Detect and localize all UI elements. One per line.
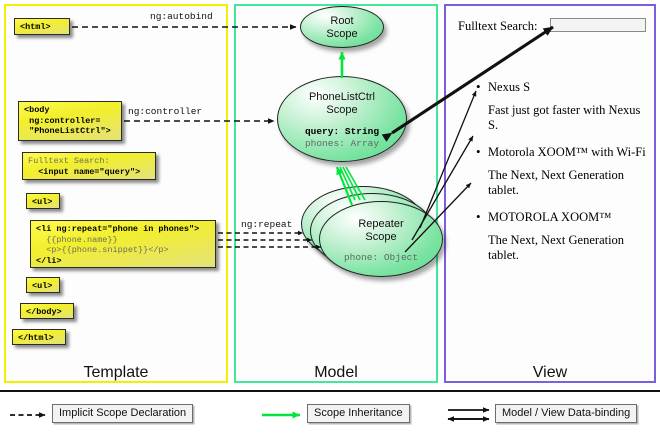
scope-repeater: Repeater Scope phone: Object [319,201,443,277]
scope-root: Root Scope [300,6,384,48]
list-item[interactable]: Nexus S Fast just got faster with Nexus … [474,79,650,133]
code-line: <p>{{phone.snippet}}</p> [36,245,169,255]
code-box-ul-close: <ul> [26,277,60,293]
scope-repeater-title: Repeater Scope [320,218,442,244]
scope-prop-query: query: String [304,126,380,137]
scope-title-line2: Scope [326,28,358,40]
code-box-body-close: </body> [20,303,74,319]
scope-repeater-props: phone: Object [320,252,442,264]
phone-name: MOTOROLA XOOM™ [474,209,650,225]
scope-phonelistctrl-title: PhoneListCtrl Scope [278,91,406,117]
code-line: </html> [18,333,54,343]
panel-label-model: Model [314,364,358,381]
view-search-label: Fulltext Search: [458,19,538,33]
view-search-row: Fulltext Search: [458,18,646,36]
code-line: {{phone.name}} [36,234,118,245]
code-line: <body [24,105,50,115]
scope-prop-phones: phones: Array [304,138,380,149]
scope-title-line2: Scope [365,231,397,243]
phone-snippet: The Next, Next Generation tablet. [488,168,625,197]
scope-phonelistctrl: PhoneListCtrl Scope query: String phones… [277,76,407,162]
panel-label-view: View [532,364,568,381]
scope-root-title: Root Scope [301,15,383,41]
view-phone-list: Nexus S Fast just got faster with Nexus … [474,79,650,275]
code-line: <input name="query"> [28,166,141,177]
code-line: <ul> [32,281,53,291]
code-box-fulltext-search: Fulltext Search: <input name="query"> [22,152,156,180]
legend-item-implicit-scope-declaration: Implicit Scope Declaration [52,404,194,423]
panel-label-template: Template [83,364,149,381]
view-content: Fulltext Search: Nexus S Fast just got f… [452,12,650,352]
legend: Implicit Scope Declaration Scope Inherit… [0,396,660,435]
list-item[interactable]: Motorola XOOM™ with Wi-Fi The Next, Next… [474,144,650,198]
code-line: ng:controller= [24,115,101,126]
legend-item-scope-inheritance: Scope Inheritance [307,404,410,423]
code-line: "PhoneListCtrl"> [24,126,111,136]
arrow-label-ng-repeat: ng:repeat [241,219,293,230]
scope-title-line1: Repeater [358,218,404,230]
scope-title-line1: Root [330,15,354,27]
phone-name: Nexus S [474,79,650,95]
code-box-body-open: <body ng:controller= "PhoneListCtrl"> [18,101,122,141]
code-box-html-close: </html> [12,329,66,345]
phone-name: Motorola XOOM™ with Wi-Fi [474,144,650,160]
arrow-label-ng-autobind: ng:autobind [150,11,213,22]
scope-phonelistctrl-props: query: String phones: Array [278,126,406,150]
scope-title-line1: PhoneListCtrl [308,91,376,103]
arrow-label-ng-controller: ng:controller [128,106,203,117]
view-search-input[interactable] [550,18,646,32]
phone-snippet: The Next, Next Generation tablet. [488,233,625,262]
code-box-html-open: <html> [14,18,70,35]
legend-divider [0,390,660,392]
code-box-li-repeat: <li ng:repeat="phone in phones"> {{phone… [30,220,216,268]
legend-item-model-view-data-binding: Model / View Data-binding [495,404,638,423]
code-line: </li> [36,255,62,266]
phone-snippet: Fast just got faster with Nexus S. [488,103,641,132]
code-line: <li ng:repeat="phone in phones"> [36,224,200,234]
list-item[interactable]: MOTOROLA XOOM™ The Next, Next Generation… [474,209,650,263]
scope-title-line2: Scope [326,104,358,116]
code-box-ul-open: <ul> [26,193,60,209]
code-line: <ul> [32,197,53,207]
scope-prop-phone: phone: Object [343,252,419,263]
code-line: Fulltext Search: [28,156,110,166]
code-line: </body> [26,307,62,317]
code-line: <html> [20,22,51,32]
